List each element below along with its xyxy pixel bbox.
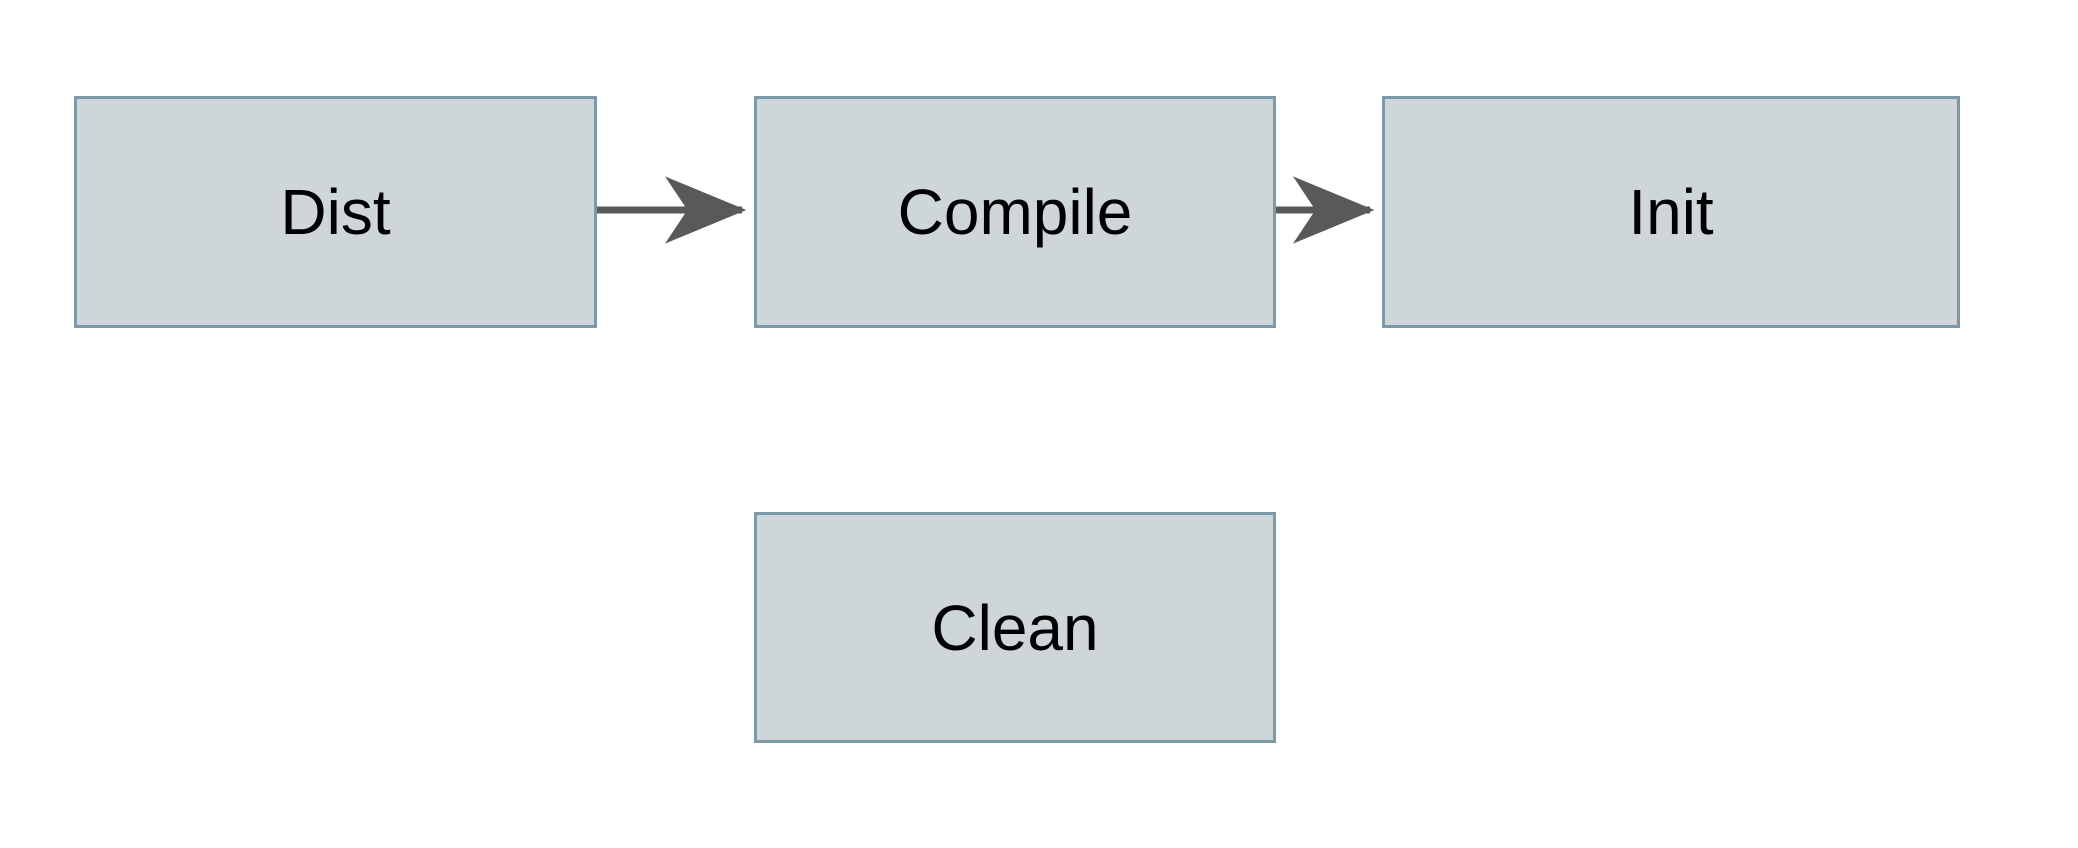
node-clean[interactable]: Clean xyxy=(754,512,1276,743)
node-init-label: Init xyxy=(1628,176,1714,248)
node-compile-label: Compile xyxy=(897,176,1133,248)
node-init[interactable]: Init xyxy=(1382,96,1960,328)
node-clean-label: Clean xyxy=(931,591,1099,664)
node-dist[interactable]: Dist xyxy=(74,96,597,328)
node-dist-label: Dist xyxy=(280,176,391,248)
node-compile[interactable]: Compile xyxy=(754,96,1276,328)
